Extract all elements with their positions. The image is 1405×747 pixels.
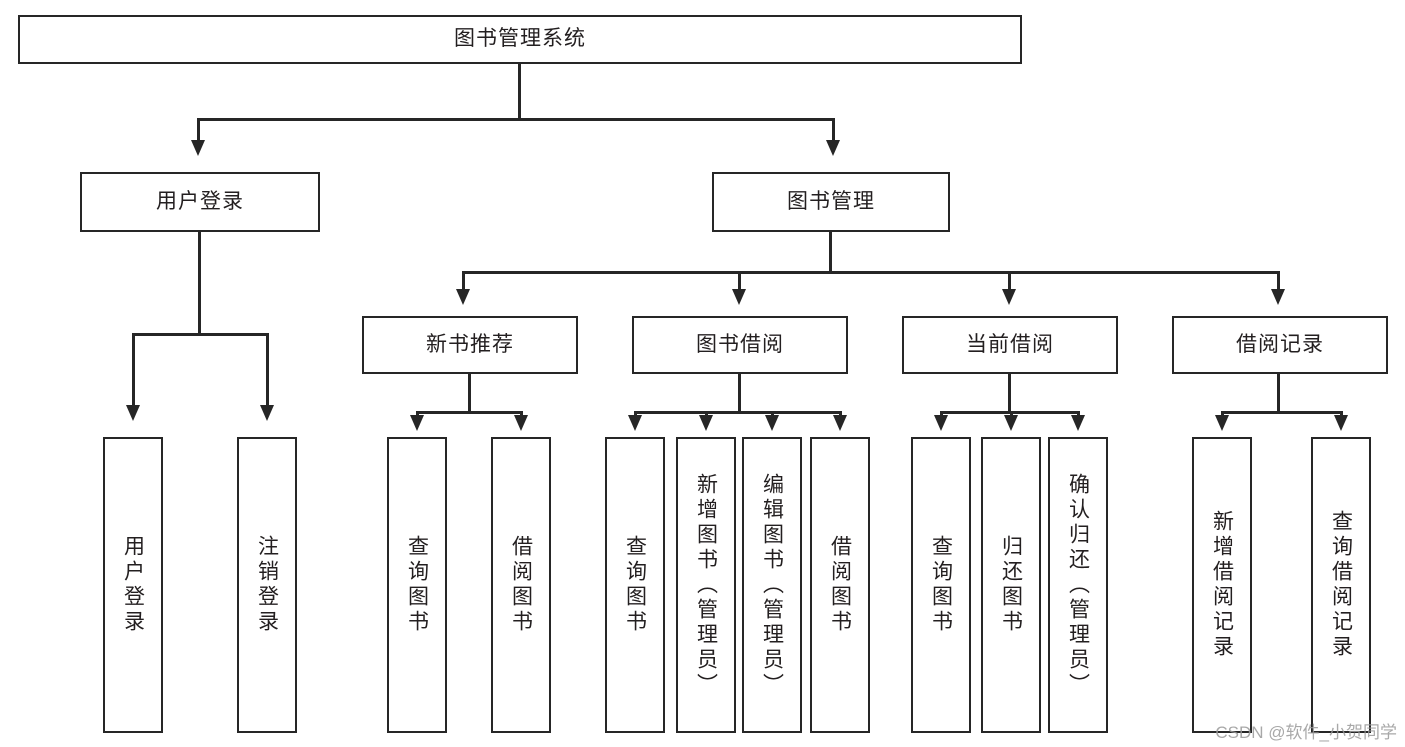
connector-book-mgmt-drop-4 — [1277, 271, 1280, 295]
arrow-book-mgmt-child-3 — [1002, 289, 1016, 305]
connector-root-to-user-login — [197, 118, 200, 146]
node-label: 查询图书 — [623, 535, 647, 635]
node-leaf-book-borrow-2[interactable]: 新增图书（管理员） — [676, 437, 736, 733]
arrow-book-borrow-child-3 — [765, 415, 779, 431]
arrow-book-borrow-child-1 — [628, 415, 642, 431]
node-label: 查询图书 — [929, 535, 953, 635]
connector-root-bus — [197, 118, 835, 121]
connector-new-book-stem — [468, 374, 471, 414]
node-label: 图书借阅 — [696, 332, 784, 356]
connector-book-mgmt-drop-1 — [462, 271, 465, 295]
arrow-book-borrow-child-4 — [833, 415, 847, 431]
node-label: 用户登录 — [121, 535, 145, 635]
arrow-book-mgmt-child-1 — [456, 289, 470, 305]
arrow-root-to-book-mgmt — [826, 140, 840, 156]
arrow-current-borrow-child-2 — [1004, 415, 1018, 431]
node-label: 图书管理 — [787, 189, 875, 213]
connector-book-mgmt-drop-2 — [738, 271, 741, 295]
node-label: 新书推荐 — [426, 332, 514, 356]
arrow-book-borrow-child-2 — [699, 415, 713, 431]
node-book-management[interactable]: 图书管理 — [712, 172, 950, 232]
arrow-borrow-record-child-2 — [1334, 415, 1348, 431]
arrow-current-borrow-child-1 — [934, 415, 948, 431]
node-label: 新增图书（管理员） — [694, 472, 718, 698]
node-leaf-new-book-1[interactable]: 查询图书 — [387, 437, 447, 733]
node-leaf-user-login-2[interactable]: 注销登录 — [237, 437, 297, 733]
arrow-user-login-child-1 — [126, 405, 140, 421]
connector-book-mgmt-drop-3 — [1008, 271, 1011, 295]
node-current-borrow[interactable]: 当前借阅 — [902, 316, 1118, 374]
arrow-book-mgmt-child-2 — [732, 289, 746, 305]
connector-user-login-drop-2 — [266, 333, 269, 411]
connector-current-borrow-stem — [1008, 374, 1011, 414]
node-leaf-current-borrow-3[interactable]: 确认归还（管理员） — [1048, 437, 1108, 733]
node-root-system[interactable]: 图书管理系统 — [18, 15, 1022, 64]
connector-user-login-drop-1 — [132, 333, 135, 411]
connector-book-mgmt-stem — [829, 232, 832, 274]
arrow-book-mgmt-child-4 — [1271, 289, 1285, 305]
node-label: 编辑图书（管理员） — [760, 472, 784, 698]
node-label: 新增借阅记录 — [1210, 510, 1234, 660]
connector-new-book-bus — [416, 411, 523, 414]
node-label: 查询借阅记录 — [1329, 510, 1353, 660]
connector-borrow-record-stem — [1277, 374, 1280, 414]
node-leaf-book-borrow-4[interactable]: 借阅图书 — [810, 437, 870, 733]
node-label: 当前借阅 — [966, 332, 1054, 356]
arrow-new-book-child-2 — [514, 415, 528, 431]
node-borrow-record[interactable]: 借阅记录 — [1172, 316, 1388, 374]
node-leaf-user-login-1[interactable]: 用户登录 — [103, 437, 163, 733]
node-new-book-recommend[interactable]: 新书推荐 — [362, 316, 578, 374]
arrow-new-book-child-1 — [410, 415, 424, 431]
connector-user-login-stem — [198, 232, 201, 336]
connector-book-borrow-stem — [738, 374, 741, 414]
connector-book-borrow-bus — [634, 411, 842, 414]
arrow-user-login-child-2 — [260, 405, 274, 421]
node-leaf-new-book-2[interactable]: 借阅图书 — [491, 437, 551, 733]
connector-user-login-bus — [132, 333, 269, 336]
node-label: 借阅图书 — [828, 535, 852, 635]
node-label: 图书管理系统 — [454, 27, 586, 51]
node-user-login[interactable]: 用户登录 — [80, 172, 320, 232]
node-label: 归还图书 — [999, 535, 1023, 635]
node-leaf-borrow-record-1[interactable]: 新增借阅记录 — [1192, 437, 1252, 733]
node-label: 借阅记录 — [1236, 332, 1324, 356]
node-book-borrow[interactable]: 图书借阅 — [632, 316, 848, 374]
connector-root-to-book-mgmt — [832, 118, 835, 146]
node-leaf-current-borrow-2[interactable]: 归还图书 — [981, 437, 1041, 733]
arrow-root-to-user-login — [191, 140, 205, 156]
node-label: 确认归还（管理员） — [1066, 472, 1090, 698]
node-leaf-book-borrow-1[interactable]: 查询图书 — [605, 437, 665, 733]
node-label: 注销登录 — [255, 535, 279, 635]
node-label: 借阅图书 — [509, 535, 533, 635]
arrow-current-borrow-child-3 — [1071, 415, 1085, 431]
connector-root-stem — [518, 64, 521, 120]
node-label: 用户登录 — [156, 189, 244, 213]
node-label: 查询图书 — [405, 535, 429, 635]
node-leaf-current-borrow-1[interactable]: 查询图书 — [911, 437, 971, 733]
node-leaf-borrow-record-2[interactable]: 查询借阅记录 — [1311, 437, 1371, 733]
connector-borrow-record-bus — [1221, 411, 1343, 414]
connector-book-mgmt-bus — [462, 271, 1280, 274]
node-leaf-book-borrow-3[interactable]: 编辑图书（管理员） — [742, 437, 802, 733]
arrow-borrow-record-child-1 — [1215, 415, 1229, 431]
